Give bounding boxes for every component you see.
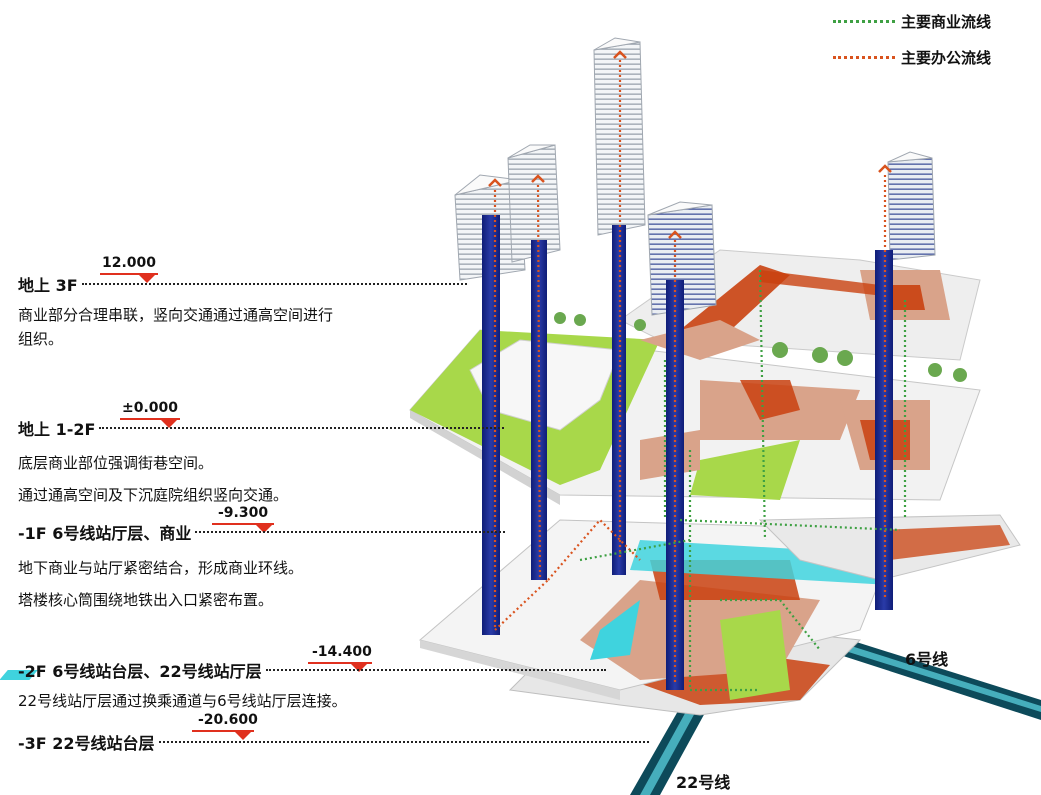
legend: 主要商业流线 主要办公流线 [833,10,1023,82]
circulation-arrows [488,50,892,239]
level-b3: -3F 22号线站台层 [18,731,649,753]
legend-swatch-office [833,55,895,59]
level-3f: 地上 3F [18,273,467,295]
elevation-bar-b2 [308,662,372,664]
level-desc-b1-line1: 地下商业与站厅紧密结合，形成商业环线。 [18,559,304,577]
level-leader-3f [81,283,467,285]
commercial-circulation [579,269,907,692]
office-circulation [493,60,887,685]
level-desc-3f-line2: 组织。 [18,330,64,348]
level-desc-b1: 地下商业与站厅紧密结合，形成商业环线。 塔楼核心筒围绕地铁出入口紧密布置。 [18,552,303,616]
elevation-marker-b2 [350,663,368,672]
level-leader-b3 [158,741,649,743]
legend-item-commercial: 主要商业流线 [833,10,1023,32]
elevation-3f: 12.000 [102,255,157,271]
level-name-1-2f: 地上 1-2F [18,420,96,439]
level-desc-1-2f: 底层商业部位强调街巷空间。 通过通高空间及下沉庭院组织竖向交通。 [18,447,288,511]
legend-label-office: 主要办公流线 [901,48,992,67]
level-name-b1: -1F 6号线站厅层、商业 [18,524,192,543]
level-name-b3: -3F 22号线站台层 [18,734,155,753]
elevation-b1: -9.300 [218,505,269,521]
elevation-b3: -20.600 [198,712,258,728]
legend-item-office: 主要办公流线 [833,46,1023,68]
level-desc-3f: 商业部分合理串联，竖向交通通过通高空间进行 组织。 [18,303,333,351]
level-desc-b2: 22号线站厅层通过换乘通道与6号线站厅层连接。 [18,689,347,713]
elevation-bar-b1 [212,523,274,525]
level-desc-b2-line1: 22号线站厅层通过换乘通道与6号线站厅层连接。 [18,692,347,710]
metro-line-6-label: 6号线 [905,650,949,669]
level-desc-1-2f-line1: 底层商业部位强调街巷空间。 [18,454,214,472]
tower-d [647,201,717,316]
level-leader-b2 [265,669,606,671]
tower-c [593,37,646,236]
level-b1: -1F 6号线站厅层、商业 [18,521,506,543]
legend-swatch-commercial [833,19,895,23]
level-leader-1-2f [99,427,505,429]
level-name-b2: -2F 6号线站台层、22号线站厅层 [18,662,262,681]
metro-tunnel-22 [630,690,712,795]
elevation-marker-b1 [255,524,273,533]
elevation-marker-b3 [234,731,252,740]
legend-label-commercial: 主要商业流线 [901,12,992,31]
level-desc-b1-line2: 塔楼核心筒围绕地铁出入口紧密布置。 [18,591,274,609]
elevation-marker-1-2f [160,419,178,428]
elevation-bar-3f [100,273,158,275]
level-desc-3f-line1: 商业部分合理串联，竖向交通通过通高空间进行 [18,306,334,324]
tower-b [507,144,561,263]
elevation-marker-3f [138,274,156,283]
level-1-2f: 地上 1-2F [18,417,505,439]
tower-e [887,151,936,261]
level-leader-b1 [195,531,506,533]
metro-line-22-label: 22号线 [676,773,731,792]
level-b2: -2F 6号线站台层、22号线站厅层 [18,659,606,681]
elevation-1-2f: ±0.000 [122,400,179,416]
elevation-bar-1-2f [120,418,180,420]
metro-tunnel-6 [840,640,1041,720]
elevation-b2: -14.400 [312,644,372,660]
level-desc-1-2f-line2: 通过通高空间及下沉庭院组织竖向交通。 [18,486,289,504]
elevation-bar-b3 [192,730,254,732]
level-name-3f: 地上 3F [18,276,78,295]
